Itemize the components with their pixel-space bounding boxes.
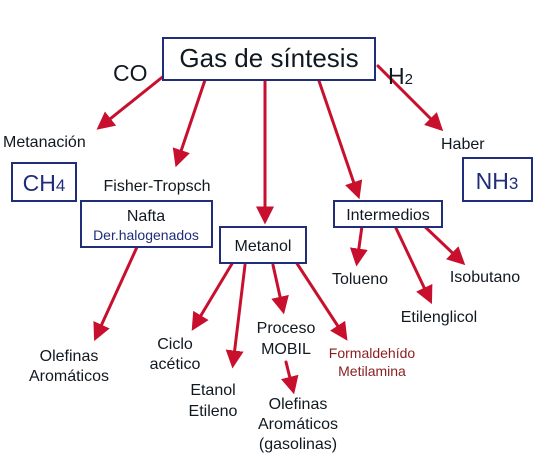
nh3-label: NH3 [476, 168, 519, 194]
arrow-gas-to-intermedios [316, 76, 363, 200]
arrow-intermedios-to-tolueno [349, 224, 368, 267]
haber-label: Haber [441, 136, 485, 153]
aromaticos-1-label: Aromáticos [29, 368, 109, 385]
intermedios-box [333, 200, 443, 228]
nafta-box [80, 200, 213, 248]
h2-main: H [388, 63, 405, 89]
nh3-subscript: 3 [509, 174, 518, 193]
nafta-label: Nafta [127, 208, 165, 225]
gas-label: Gas de síntesis [179, 43, 358, 73]
arrow-metanol-to-proceso [271, 263, 289, 315]
etileno-label: Etileno [189, 403, 238, 420]
h2-label: H2 [388, 63, 413, 89]
aromaticos-2-label: Aromáticos [258, 416, 338, 433]
metanol-box [219, 226, 307, 264]
etanol-label: Etanol [190, 382, 235, 399]
fisher-label: Fisher-Tropsch [104, 178, 211, 195]
arrow-nafta-to-olefinas [93, 245, 139, 342]
arrows [93, 64, 466, 395]
formaldehido-label: Formaldehído [329, 345, 416, 361]
ch4-label: CH4 [23, 170, 66, 196]
metanacion-label: Metanación [3, 134, 86, 151]
boxes [11, 37, 533, 264]
co-label: CO [113, 60, 148, 86]
arrow-gas-to-fisher [172, 78, 207, 168]
arrow-intermedios-to-isobutano [418, 220, 466, 266]
arrow-metanol-to-etanol [225, 263, 247, 369]
etilenglicol-label: Etilenglicol [401, 309, 477, 326]
isobutano-label: Isobutano [450, 269, 520, 286]
ch4-box [11, 162, 77, 202]
tolueno-label: Tolueno [332, 271, 388, 288]
arrow-gas-to-haber [376, 64, 444, 132]
gas-box [162, 37, 376, 81]
mobil-label: MOBIL [261, 341, 311, 358]
gasolinas-label: (gasolinas) [259, 436, 337, 453]
ch4-main: CH [23, 170, 56, 196]
olefinas-1-label: Olefinas [40, 348, 99, 365]
nh3-main: NH [476, 168, 509, 194]
arrow-metanol-to-formaldehido [294, 260, 348, 341]
metanol-label: Metanol [235, 238, 292, 255]
arrow-metanol-to-ciclo [191, 260, 235, 331]
h2-subscript: 2 [405, 71, 413, 88]
intermedios-label: Intermedios [346, 207, 430, 224]
metilamina-label: Metilamina [338, 363, 406, 379]
ch4-subscript: 4 [56, 176, 65, 195]
arrow-gas-to-metanacion [96, 73, 167, 130]
olefinas-2-label: Olefinas [269, 396, 328, 413]
labels: Gas de síntesis CO H2 Metanación CH4 Fis… [3, 43, 520, 453]
acetico-label: acético [150, 356, 201, 373]
proceso-label: Proceso [257, 320, 316, 337]
ciclo-label: Ciclo [157, 336, 193, 353]
nh3-box [462, 157, 533, 202]
arrow-intermedios-to-etilenglicol [393, 224, 433, 305]
der-halogenados-label: Der.halogenados [93, 227, 199, 243]
arrow-mobil-to-olefinas [280, 360, 299, 395]
